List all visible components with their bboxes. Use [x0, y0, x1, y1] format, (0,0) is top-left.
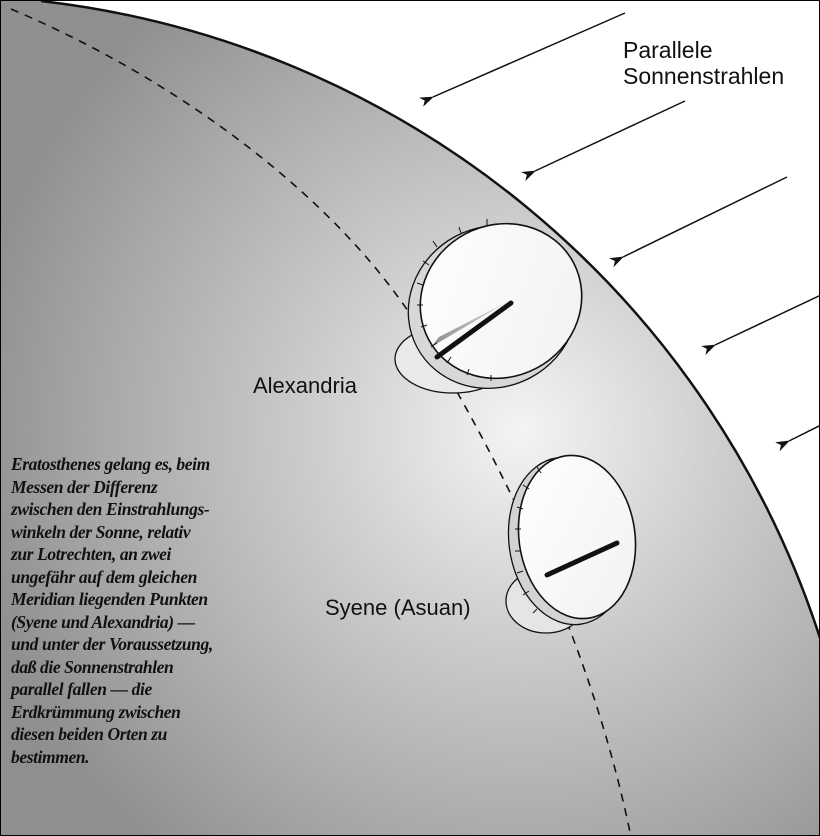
caption-line: Meridian liegenden Punkten: [11, 588, 311, 611]
caption-line: bestimmen.: [11, 746, 311, 769]
rays-title: Parallele Sonnenstrahlen: [623, 37, 784, 89]
caption-line: (Syene und Alexandria) —: [11, 611, 311, 634]
caption-text: Eratosthenes gelang es, beim Messen der …: [11, 453, 311, 768]
caption-line: diesen beiden Orten zu: [11, 723, 311, 746]
ray-arrow-icon: [715, 295, 820, 345]
rays-title-line2: Sonnenstrahlen: [623, 63, 784, 89]
rays-title-line1: Parallele: [623, 37, 784, 63]
caption-line: Eratosthenes gelang es, beim: [11, 453, 311, 476]
caption-line: ungefähr auf dem gleichen: [11, 566, 311, 589]
caption-line: daß die Sonnenstrahlen: [11, 656, 311, 679]
label-alexandria: Alexandria: [253, 373, 357, 399]
caption-line: Messen der Differenz: [11, 476, 311, 499]
caption-line: parallel fallen — die: [11, 678, 311, 701]
caption-line: zwischen den Einstrahlungs-: [11, 498, 311, 521]
label-syene: Syene (Asuan): [325, 595, 471, 621]
ray-arrow-icon: [623, 177, 787, 257]
caption-line: Erdkrümmung zwischen: [11, 701, 311, 724]
caption-line: und unter der Voraussetzung,: [11, 633, 311, 656]
caption-line: winkeln der Sonne, relativ: [11, 521, 311, 544]
ray-arrow-icon: [433, 13, 625, 97]
ray-arrow-icon: [535, 101, 685, 171]
ray-arrow-icon: [789, 425, 820, 441]
caption-line: zur Lotrechten, an zwei: [11, 543, 311, 566]
